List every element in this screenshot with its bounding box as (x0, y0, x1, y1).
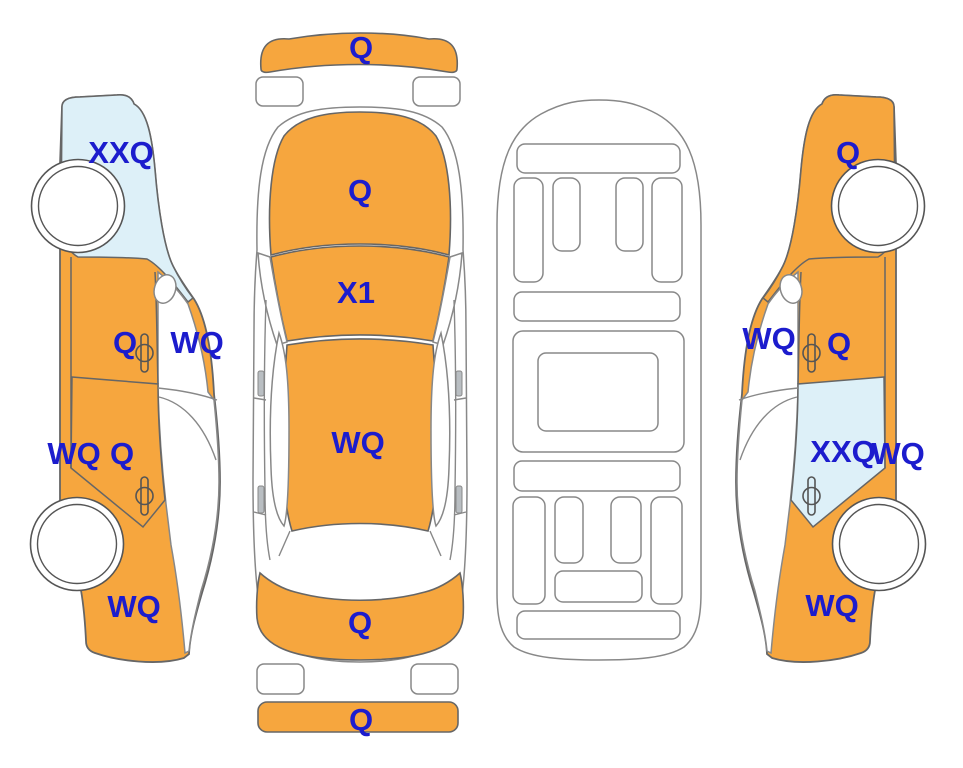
damage-label-trunk: Q (348, 605, 372, 640)
chassis-panel (615, 177, 644, 252)
door-glass-slit (455, 370, 463, 397)
side-glass-pod-left (269, 330, 290, 528)
damage-label-roof: WQ (331, 425, 384, 460)
damage-label-left-rear-quarter: WQ (107, 589, 160, 624)
chassis-panel (554, 496, 584, 564)
side-edge-line-right (449, 299, 457, 561)
damage-label-right-pillar: WQ (742, 321, 795, 356)
hood-panel (268, 111, 452, 257)
taillight-left (256, 663, 305, 695)
chassis-panel (537, 352, 659, 432)
damage-label-right-rear-quarter: WQ (805, 588, 858, 623)
damage-label-right-rear-door-overlap: WQ (871, 436, 924, 471)
top-view-labels: Q Q X1 WQ Q Q (331, 30, 384, 737)
chassis-panel (552, 177, 581, 252)
chassis-panel (516, 143, 681, 174)
chassis-panel (610, 496, 642, 564)
right-side-labels: Q WQ Q XXQ WQ WQ (742, 135, 924, 623)
right-side-view (735, 93, 927, 663)
chassis-panel (651, 177, 683, 283)
damage-label-left-front-door: Q (113, 325, 137, 360)
damage-label-right-front-fender: Q (836, 135, 860, 170)
damage-label-left-rocker: WQ (47, 436, 100, 471)
left-side-labels: XXQ Q WQ WQ Q WQ (47, 135, 223, 624)
headlight-right (412, 76, 461, 107)
c-pillar-mark-right (429, 530, 442, 557)
chassis-panel (554, 570, 643, 603)
damage-label-left-pillar: WQ (170, 325, 223, 360)
door-glass-slit (455, 485, 463, 514)
chassis-panel (513, 460, 681, 492)
top-view: Q Q X1 WQ Q Q (252, 30, 468, 737)
rear-bumper (257, 701, 459, 733)
side-edge-line-left (263, 299, 271, 561)
door-glass-slit (257, 485, 265, 514)
trunk-panel (255, 571, 465, 661)
front-bumper (259, 32, 459, 74)
damage-label-front-bumper: Q (349, 30, 373, 65)
left-side-view (29, 93, 221, 663)
damage-label-windshield: X1 (337, 275, 375, 310)
chassis-panel (516, 610, 681, 640)
chassis-panel (513, 291, 681, 322)
side-glass-pod-right (430, 330, 451, 528)
a-pillar-right (432, 251, 463, 346)
chassis-panel (512, 496, 546, 605)
headlight-left (255, 76, 304, 107)
damage-label-hood: Q (348, 173, 372, 208)
a-pillar-left (257, 251, 288, 346)
damage-label-right-front-door: Q (827, 326, 851, 361)
damage-label-right-rear-door: XXQ (810, 434, 875, 469)
chassis-panel (513, 177, 544, 283)
taillight-right (410, 663, 459, 695)
damage-label-left-front-panel: XXQ (88, 135, 153, 170)
door-seam-tick (253, 397, 467, 516)
c-pillar-mark-left (278, 530, 291, 557)
damage-label-left-rear-door: Q (110, 436, 134, 471)
underside-view (496, 99, 702, 661)
chassis-panel (650, 496, 683, 605)
door-glass-slit (257, 370, 265, 397)
damage-label-rear-bumper: Q (349, 702, 373, 737)
